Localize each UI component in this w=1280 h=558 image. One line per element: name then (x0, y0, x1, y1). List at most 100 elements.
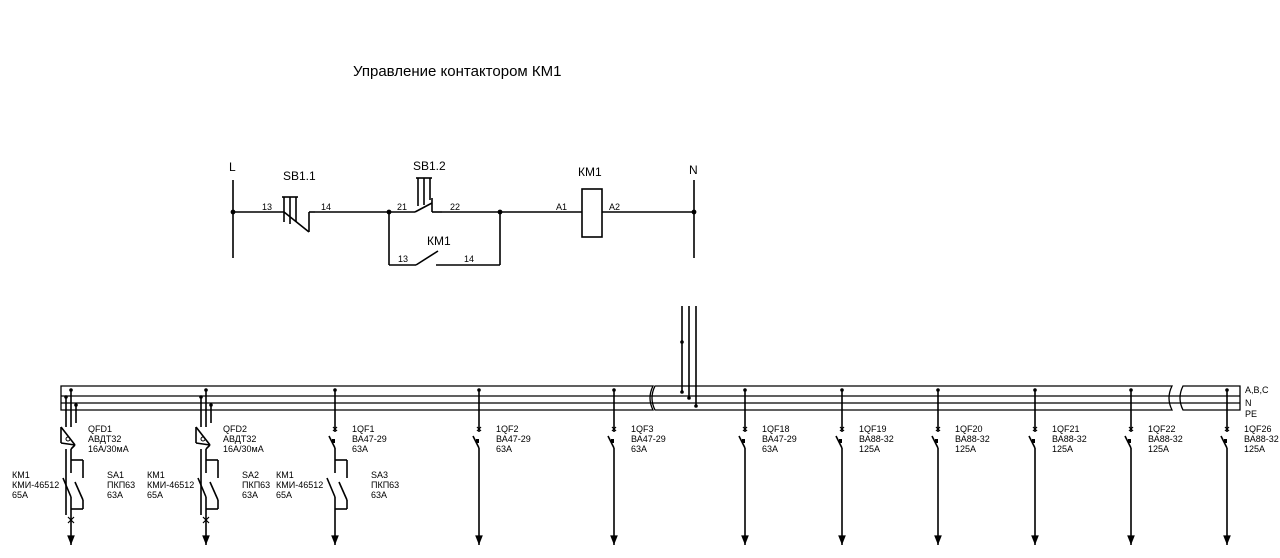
feeders: QFD1АВДТ3216А/30мАКМ1КМИ-4651265АSA1ПКП6… (12, 388, 1279, 545)
feeder-rating: 125А (1148, 444, 1169, 454)
bypass-blade (209, 481, 219, 501)
contactor-type: КМИ-46512 (12, 480, 59, 490)
feeder-rating: 63А (352, 444, 368, 454)
sb11-terminal-a: 13 (262, 202, 272, 212)
rcd-blade (195, 426, 211, 446)
contactor-name: КМ1 (147, 470, 165, 480)
breaker-latch (1224, 439, 1227, 443)
contactor-blade (62, 477, 72, 498)
bus-conductor-lines (61, 395, 1240, 404)
pe-tap-dot (74, 403, 78, 407)
rcd-body (195, 442, 211, 446)
breaker-x-mark (1128, 426, 1134, 432)
feeder-qfd1: QFD1АВДТ3216А/30мАКМ1КМИ-4651265АSA1ПКП6… (12, 388, 135, 545)
contactor-rating: 65А (276, 490, 292, 500)
n-label: N (689, 163, 698, 177)
feeder-rating: 125А (955, 444, 976, 454)
breaker-x-mark (1224, 426, 1230, 432)
sb11-label: SB1.1 (283, 169, 316, 183)
feeder-type: АВДТ32 (88, 434, 121, 444)
bus-tap-dot (1225, 388, 1229, 392)
incoming-supply (680, 306, 698, 408)
neutral-tap-dot (64, 395, 68, 399)
bus-tap-dot (936, 388, 940, 392)
bus-tap-dot (743, 388, 747, 392)
control-circuit: L N SB1.1 13 14 (229, 159, 698, 266)
feeder-name: 1QF20 (955, 424, 983, 434)
feeder-name: QFD2 (223, 424, 247, 434)
switch-rating: 63А (107, 490, 123, 500)
bus-tap-dot (840, 388, 844, 392)
sb12-label: SB1.2 (413, 159, 446, 173)
switch-rating: 63А (242, 490, 258, 500)
l-label: L (229, 160, 236, 174)
feeder-rating: 125А (1244, 444, 1265, 454)
breaker-x-mark (742, 426, 748, 432)
breaker-latch (839, 439, 842, 443)
feeder-type: ВА47-29 (496, 434, 531, 444)
diagram-title: Управление контактором КМ1 (353, 63, 561, 80)
sb11-terminal-b: 14 (321, 202, 331, 212)
rcd-body (70, 444, 76, 450)
feeder-qfd2: QFD2АВДТ3216А/30мАКМ1КМИ-4651265АSA2ПКП6… (147, 388, 270, 545)
feeder-name: QFD1 (88, 424, 112, 434)
feeder-rating: 16А/30мА (223, 444, 264, 454)
busbars: A,B,C N PE (60, 306, 1269, 419)
bus-tap-dot (612, 388, 616, 392)
rcd-body (60, 442, 76, 446)
feeder-name: 1QF21 (1052, 424, 1080, 434)
feeder-type: ВА88-32 (1244, 434, 1279, 444)
contactor-rating: 65А (12, 490, 28, 500)
bus-tap-dot (1129, 388, 1133, 392)
breaker-latch (332, 439, 335, 443)
contactor-name: КМ1 (276, 470, 294, 480)
breaker-latch (611, 439, 614, 443)
sb12-terminal-a: 21 (397, 202, 407, 212)
km1-coil (581, 188, 603, 238)
sb11-button (282, 196, 315, 233)
feeder-type: ВА88-32 (955, 434, 990, 444)
feeder-rating: 125А (859, 444, 880, 454)
busbar-segment-3 (1179, 385, 1241, 411)
rcd-body (205, 444, 211, 450)
feeder-name: 1QF26 (1244, 424, 1272, 434)
breaker-x-mark (1032, 426, 1038, 432)
rcd-blade (60, 426, 76, 446)
neutral-tap-dot (199, 395, 203, 399)
breaker-x-mark (611, 426, 617, 432)
bus-label-abc: A,B,C (1245, 385, 1269, 395)
feeder-type: ВА88-32 (1052, 434, 1087, 444)
feeder-rating: 125А (1052, 444, 1073, 454)
feeder-type: ВА47-29 (352, 434, 387, 444)
breaker-x-mark (476, 426, 482, 432)
breaker-x-mark (935, 426, 941, 432)
feeder-type: АВДТ32 (223, 434, 256, 444)
busbar-segment-1 (60, 385, 655, 411)
feeder-name: 1QF18 (762, 424, 790, 434)
bus-tap-dot (69, 388, 73, 392)
feeder-name: 1QF2 (496, 424, 519, 434)
contactor-blade (197, 477, 207, 498)
contactor-type: КМИ-46512 (276, 480, 323, 490)
breaker-latch (935, 439, 938, 443)
switch-name: SA1 (107, 470, 124, 480)
bypass-blade (338, 481, 348, 501)
breaker-x-mark (332, 426, 338, 432)
breaker-x-mark (839, 426, 845, 432)
contactor-blade (326, 477, 336, 498)
km1-holding-contact (388, 212, 501, 266)
km1-contact-terminal-b: 14 (464, 254, 474, 264)
switch-name: SA3 (371, 470, 388, 480)
feeder-type: ВА88-32 (859, 434, 894, 444)
bus-tap-dot (477, 388, 481, 392)
breaker-latch (1128, 439, 1131, 443)
feeder-type: ВА47-29 (762, 434, 797, 444)
